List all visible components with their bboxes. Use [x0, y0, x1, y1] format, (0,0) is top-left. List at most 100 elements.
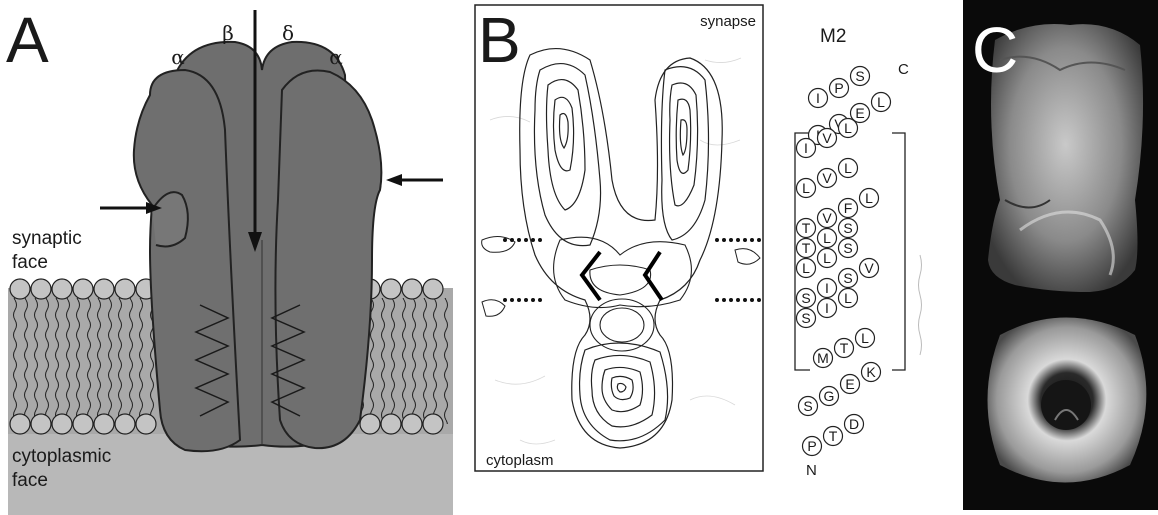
svg-text:L: L [802, 180, 810, 196]
lipid-head [423, 279, 443, 299]
residue-v: V [860, 259, 879, 278]
membrane-bracket-right [892, 133, 905, 370]
svg-text:T: T [802, 240, 811, 256]
residue-l: L [839, 289, 858, 308]
boundary-dot [722, 238, 726, 242]
boundary-dot [510, 298, 514, 302]
synapse-label: synapse [700, 13, 756, 30]
boundary-dot [715, 238, 719, 242]
svg-text:L: L [877, 94, 885, 110]
svg-text:L: L [844, 120, 852, 136]
residue-m: M [814, 349, 833, 368]
faint-artifact [919, 255, 922, 355]
residue-g: G [820, 387, 839, 406]
residue-l: L [818, 229, 837, 248]
svg-text:L: L [861, 330, 869, 346]
boundary-dot [538, 238, 542, 242]
boundary-dot [743, 298, 747, 302]
boundary-dot [743, 238, 747, 242]
residue-l: L [839, 159, 858, 178]
residue-t: T [824, 427, 843, 446]
lipid-head [31, 414, 51, 434]
svg-text:L: L [802, 260, 810, 276]
cytoplasmic-face-label-1: cytoplasmic [12, 446, 111, 467]
residue-l: L [797, 259, 816, 278]
lipid-head [115, 279, 135, 299]
svg-text:S: S [843, 220, 852, 236]
boundary-dot [736, 238, 740, 242]
svg-text:E: E [855, 105, 864, 121]
svg-text:V: V [822, 210, 832, 226]
receptor-channel [134, 42, 382, 451]
boundary-dot [503, 238, 507, 242]
lipid-head [423, 414, 443, 434]
svg-text:S: S [843, 270, 852, 286]
svg-text:S: S [801, 290, 810, 306]
boundary-dot [524, 238, 528, 242]
boundary-dot [531, 238, 535, 242]
residue-k: K [862, 363, 881, 382]
svg-text:G: G [824, 388, 835, 404]
residue-p: P [830, 79, 849, 98]
panel-c: C [963, 0, 1158, 510]
residue-i: I [797, 139, 816, 158]
boundary-dot [757, 298, 761, 302]
svg-text:L: L [823, 250, 831, 266]
residue-t: T [797, 219, 816, 238]
residue-v: V [818, 209, 837, 228]
svg-text:T: T [829, 428, 838, 444]
residue-i: I [809, 89, 828, 108]
residue-l: L [797, 179, 816, 198]
cytoplasm-label: cytoplasm [486, 452, 554, 469]
lipid-head [94, 279, 114, 299]
residue-l: L [856, 329, 875, 348]
panel-c-letter: C [972, 14, 1018, 86]
svg-text:D: D [849, 416, 859, 432]
m2-sequence-panel: M2 C N IPSIVELIVLLVLTVFLTLSLLSSISVSILMTL… [795, 26, 922, 479]
svg-text:F: F [844, 200, 853, 216]
svg-text:L: L [844, 160, 852, 176]
boundary-dot [750, 298, 754, 302]
lipid-head [136, 414, 156, 434]
residue-s: S [839, 219, 858, 238]
residue-d: D [845, 415, 864, 434]
boundary-dot [503, 298, 507, 302]
boundary-dot [715, 298, 719, 302]
lipid-head [94, 414, 114, 434]
residue-t: T [797, 239, 816, 258]
lipid-head [10, 279, 30, 299]
residue-t: T [835, 339, 854, 358]
svg-text:T: T [840, 340, 849, 356]
panel-a-letter: A [6, 4, 49, 76]
residue-l: L [818, 249, 837, 268]
residue-i: I [818, 299, 837, 318]
synaptic-face-label-2: face [12, 252, 48, 273]
lipid-head [402, 279, 422, 299]
central-pore [1041, 380, 1091, 430]
boundary-dot [531, 298, 535, 302]
svg-text:L: L [844, 290, 852, 306]
boundary-dot [510, 238, 514, 242]
residue-s: S [799, 397, 818, 416]
residue-s: S [839, 269, 858, 288]
svg-text:V: V [822, 170, 832, 186]
panel-b: B synapse cytoplasm [475, 4, 763, 471]
residue-s: S [839, 239, 858, 258]
residue-s: S [797, 309, 816, 328]
residue-l: L [860, 189, 879, 208]
svg-text:I: I [825, 280, 829, 296]
lipid-head [115, 414, 135, 434]
svg-text:P: P [834, 80, 843, 96]
boundary-dot [722, 298, 726, 302]
lipid-head [31, 279, 51, 299]
svg-text:L: L [865, 190, 873, 206]
subunit-label-delta: δ [282, 21, 294, 45]
residue-v: V [818, 169, 837, 188]
svg-text:S: S [843, 240, 852, 256]
panel-a: A α β δ α synaptic face cytoplasmic face [6, 4, 453, 515]
lipid-head [73, 414, 93, 434]
svg-text:S: S [801, 310, 810, 326]
lipid-head [10, 414, 30, 434]
binding-arrowhead-right [386, 174, 402, 186]
